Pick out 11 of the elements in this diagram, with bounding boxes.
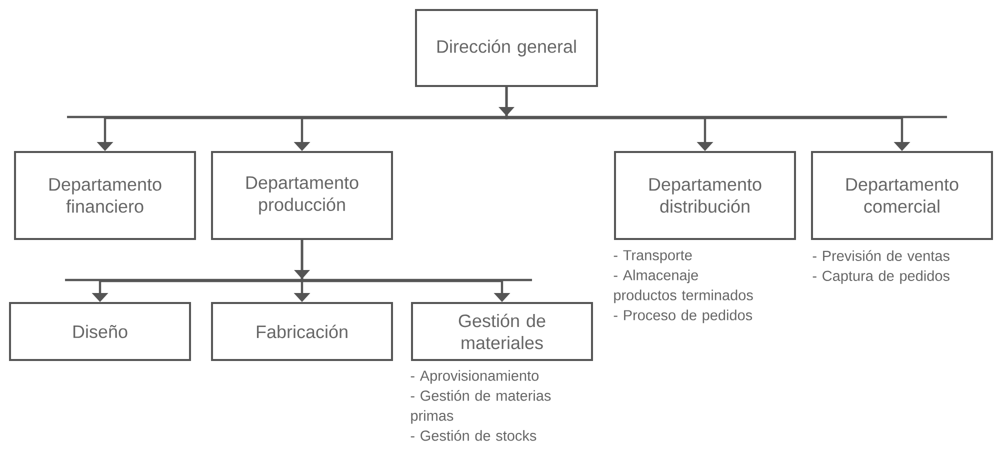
org-box: Departamento distribución xyxy=(614,151,796,240)
org-box: Diseño xyxy=(9,302,192,361)
org-box: Dirección general xyxy=(415,9,598,87)
org-box: Departamento producción xyxy=(211,151,393,240)
org-box: Gestión de materiales xyxy=(411,302,593,361)
task-list: - Previsión de ventas - Captura de pedidos xyxy=(812,250,950,284)
org-box: Departamento comercial xyxy=(811,151,993,240)
org-box: Departamento financiero xyxy=(14,151,196,240)
org-box: Fabricación xyxy=(211,302,393,361)
task-list: - Aprovisionamiento - Gestión de materias primas - Gestión de stocks xyxy=(410,370,551,441)
task-list: - Transporte - Almacenaje productos terminados - Proceso de pedidos xyxy=(614,250,753,324)
